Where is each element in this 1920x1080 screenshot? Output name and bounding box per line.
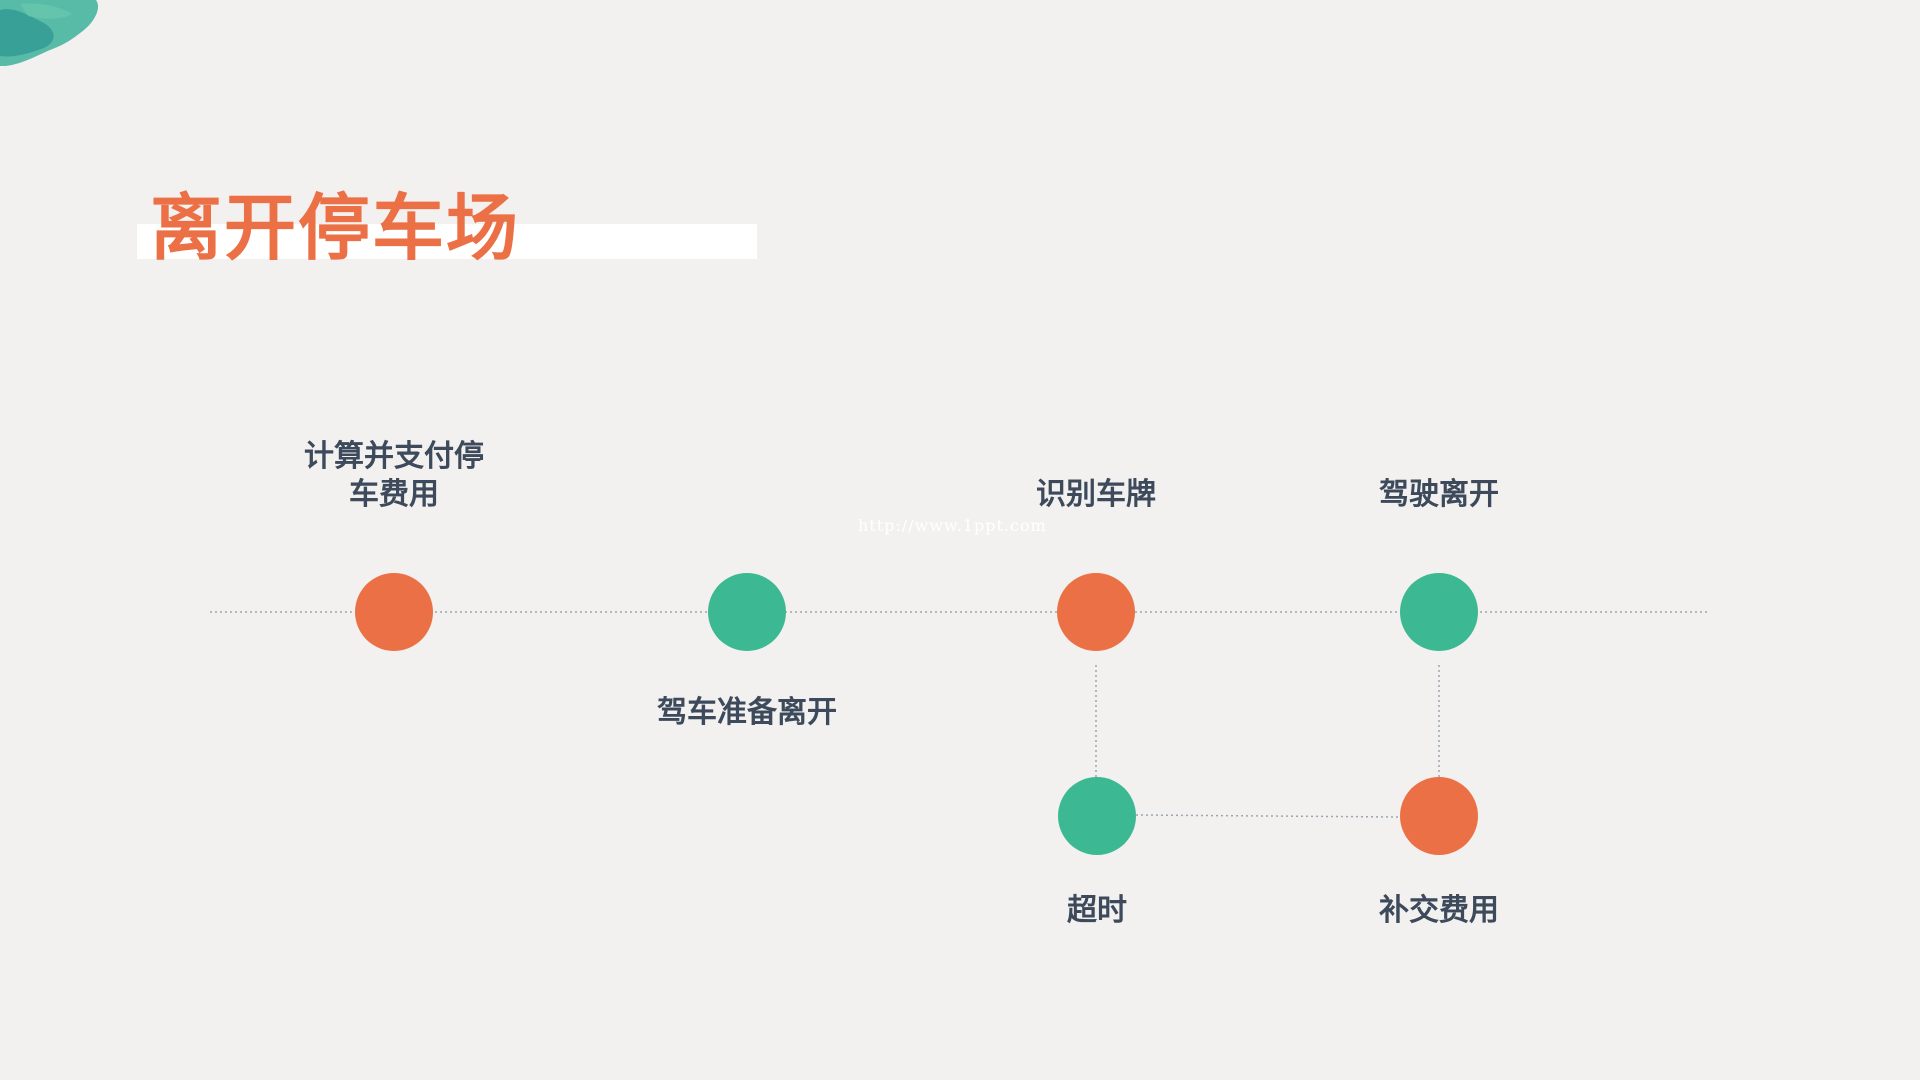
step-node-recognize [1057, 573, 1135, 651]
step-label-line: 驾车准备离开 [657, 695, 837, 730]
step-label-line: 识别车牌 [1036, 477, 1156, 512]
step-label-extra-fee: 补交费用 [1309, 892, 1569, 930]
step-label-line: 补交费用 [1379, 893, 1499, 928]
step-label-pay: 计算并支付停 车费用 [264, 438, 524, 514]
step-label-drive-away: 驾驶离开 [1309, 476, 1569, 514]
step-node-pay [355, 573, 433, 651]
branch-line-bottom [1135, 814, 1401, 818]
step-label-prepare: 驾车准备离开 [617, 694, 877, 732]
step-label-overtime: 超时 [967, 892, 1227, 930]
step-label-line: 计算并支付停 [304, 439, 484, 474]
step-node-overtime [1058, 777, 1136, 855]
watercolor-decoration [0, 0, 99, 66]
watermark-text: http://www.1ppt.com [858, 516, 1047, 535]
step-label-line: 超时 [1067, 893, 1127, 928]
step-label-recognize: 识别车牌 [966, 476, 1226, 514]
step-node-prepare [708, 573, 786, 651]
title-highlight-bar [137, 224, 757, 259]
page-title: 离开停车场 [150, 186, 521, 270]
step-node-extra-fee [1400, 777, 1478, 855]
step-label-line: 车费用 [349, 477, 439, 512]
step-label-line: 驾驶离开 [1379, 477, 1499, 512]
step-node-drive-away [1400, 573, 1478, 651]
